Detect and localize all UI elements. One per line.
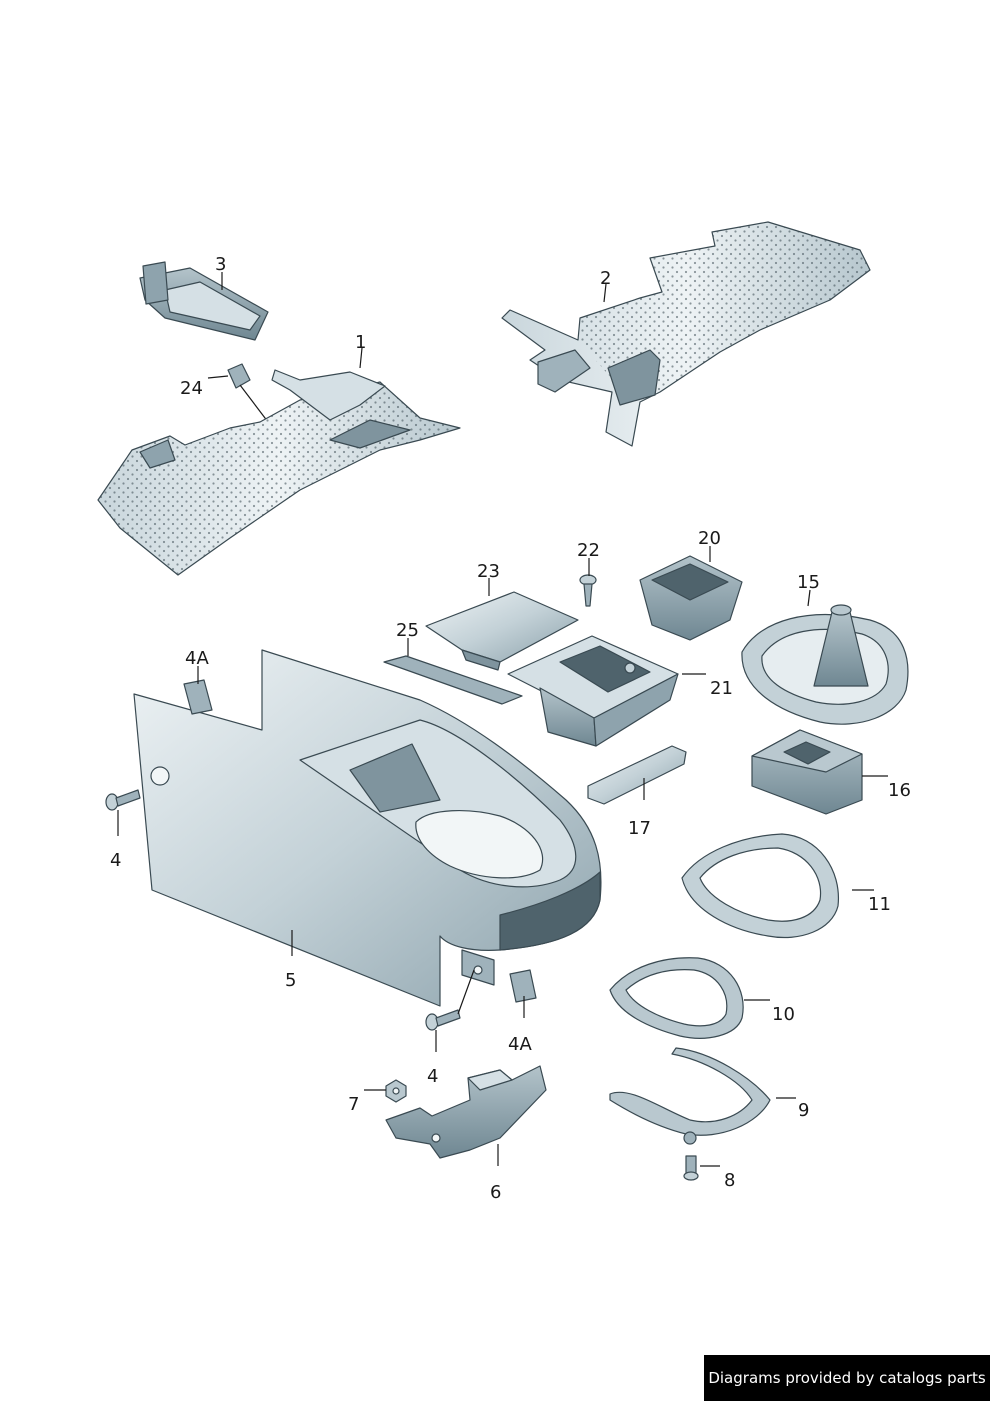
callout-15: 15 [797,572,820,593]
part-2-rear-mat [501,221,871,447]
part-15-gear-boot [741,604,909,725]
part-11-frame [681,833,840,939]
part-3-bracket [139,261,269,341]
part-4a-clip-upper [183,679,213,715]
part-20-cup [639,555,743,641]
part-5-console [133,649,602,1007]
part-23-lid [425,591,579,671]
part-7-nut [385,1079,407,1103]
callout-8: 8 [724,1170,735,1191]
part-25-strip [383,655,523,705]
callout-25: 25 [396,620,419,641]
callout-2: 2 [600,268,611,289]
callout-11: 11 [868,894,891,915]
callout-17: 17 [628,818,651,839]
callout-21: 21 [710,678,733,699]
callout-20: 20 [698,528,721,549]
callout-24: 24 [180,378,203,399]
callout-23: 23 [477,561,500,582]
callout-4-upper: 4 [110,850,121,871]
leader-lines [117,272,888,1167]
credit-banner: Diagrams provided by catalogs parts [704,1355,990,1401]
callout-4-lower: 4 [427,1066,438,1087]
callout-22: 22 [577,540,600,561]
part-8-bolt [683,1155,699,1181]
callout-10: 10 [772,1004,795,1025]
callout-6: 6 [490,1182,501,1203]
part-4-screw-upper [105,789,141,811]
part-6-bracket [385,1065,547,1159]
part-16-block [751,729,863,815]
callout-16: 16 [888,780,911,801]
part-21-tray [507,635,679,747]
part-4-screw-lower [425,969,475,1031]
part-22-screw [579,574,597,607]
callout-9: 9 [798,1100,809,1121]
part-17-trim [587,745,687,805]
callout-3: 3 [215,254,226,275]
callout-7: 7 [348,1094,359,1115]
callout-1: 1 [355,332,366,353]
credit-text: Diagrams provided by catalogs parts [708,1369,986,1387]
part-9-lower-frame [609,1047,771,1145]
callout-5: 5 [285,970,296,991]
part-4a-clip-lower [509,969,537,1003]
part-1-front-mat [97,369,461,576]
callout-labels: 1 2 3 24 22 20 23 15 25 4A 21 4 16 17 11… [110,254,911,1203]
callout-4a-lower: 4A [508,1034,532,1055]
part-10-gasket [609,957,744,1039]
callout-4a-upper: 4A [185,648,209,669]
